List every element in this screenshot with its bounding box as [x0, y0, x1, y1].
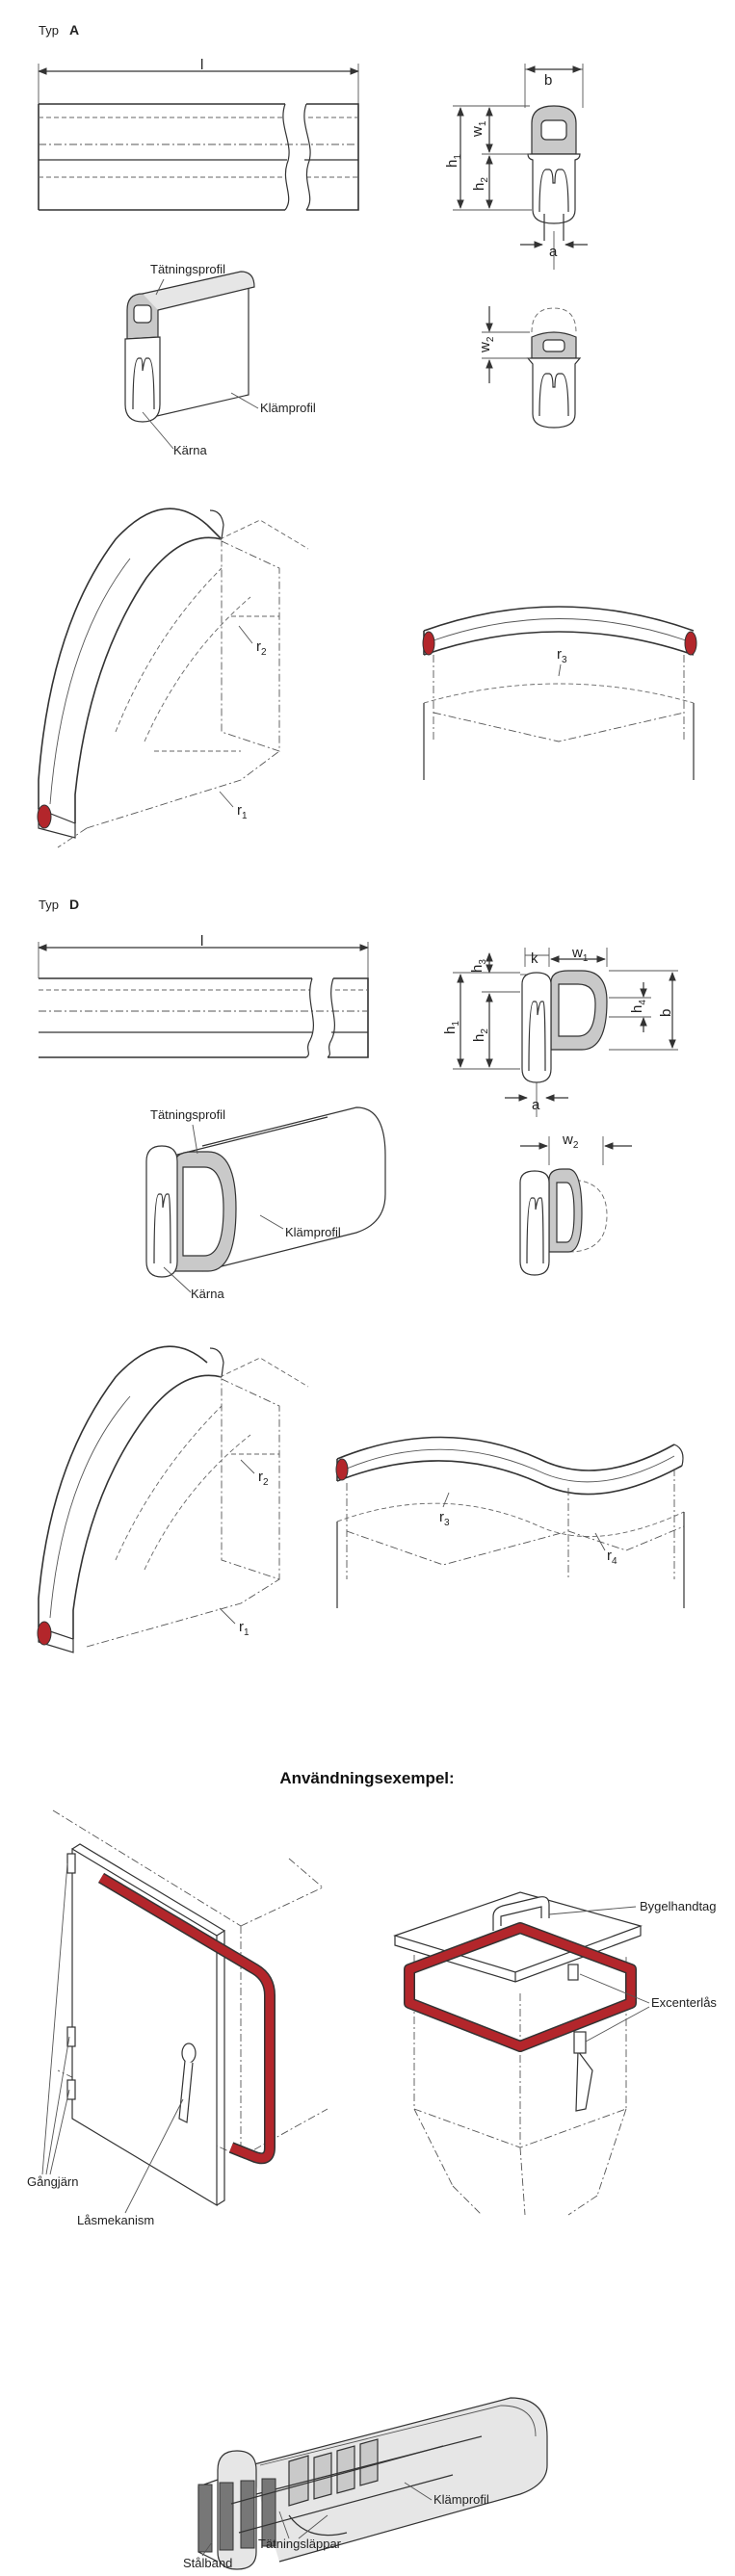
type-d-dim-h2: h2 — [471, 1028, 490, 1042]
type-d-dim-w1: w1 — [571, 945, 589, 964]
type-d-label-clamp: Klämprofil — [285, 1225, 341, 1239]
label-handle: Bygelhandtag — [640, 1899, 717, 1913]
usage-cabinet-door: Gångjärn Låsmekanism — [27, 1809, 328, 2227]
type-a-prefix: Typ — [39, 23, 59, 38]
usage-container: Bygelhandtag Excenterlås — [393, 1891, 717, 2216]
type-d-dim-a: a — [532, 1097, 540, 1113]
type-a-label-seal: Tätningsprofil — [150, 262, 225, 276]
type-a-curved-profile: r2 r1 — [37, 507, 309, 848]
type-a-label-core: Kärna — [173, 443, 207, 457]
type-a-dim-a: a — [549, 244, 558, 260]
type-d-dim-b: b — [658, 1009, 674, 1017]
type-a-label-clamp: Klämprofil — [260, 401, 316, 415]
type-d-side-view: l — [38, 933, 369, 1058]
type-d-prefix: Typ — [39, 898, 59, 912]
type-a-section: Typ A l b — [37, 22, 697, 848]
type-a-side-view: l — [38, 57, 359, 211]
type-d-dim-k: k — [531, 950, 538, 967]
detail-section: Klämprofil Tätningsläppar Stålband — [183, 2397, 548, 2570]
type-a-dim-b: b — [544, 72, 552, 89]
detail-label-band: Stålband — [183, 2556, 232, 2570]
type-d-dim-r2: r2 — [258, 1469, 269, 1488]
detail-label-lips: Tätningsläppar — [258, 2537, 342, 2551]
type-a-dim-w1: w1 — [469, 120, 488, 138]
type-d-dim-h3: h3 — [469, 959, 488, 973]
type-a-dim-r3: r3 — [557, 646, 567, 665]
type-d-letter: D — [69, 897, 79, 912]
type-d-dim-h1: h1 — [442, 1021, 461, 1034]
usage-section: Användningsexempel: Gångjärn Låsmekanism — [27, 1769, 717, 2227]
detail-label-clamp: Klämprofil — [433, 2492, 489, 2507]
type-d-section: Typ D l h3 k w1 — [37, 897, 685, 1653]
type-d-dim-r1: r1 — [239, 1619, 249, 1638]
type-d-cross-section: h3 k w1 h1 h2 h4 — [442, 945, 678, 1117]
type-a-dim-w2: w2 — [477, 336, 496, 353]
type-d-curved-profile: r2 r1 — [37, 1345, 309, 1653]
type-d-label-core: Kärna — [191, 1287, 224, 1301]
type-d-isometric-profile: Tätningsprofil Klämprofil Kärna — [145, 1106, 386, 1301]
type-a-dim-r2: r2 — [256, 638, 267, 658]
type-a-dim-r1: r1 — [237, 802, 248, 821]
type-a-cross-section: b w1 h1 h2 a — [444, 64, 588, 270]
type-a-dim-l: l — [200, 57, 203, 73]
label-hinges: Gångjärn — [27, 2174, 78, 2189]
type-d-dim-r4: r4 — [607, 1548, 617, 1567]
type-a-dim-h1: h1 — [444, 154, 463, 168]
type-d-dim-w2: w2 — [562, 1132, 579, 1151]
type-d-label-seal: Tätningsprofil — [150, 1107, 225, 1122]
type-a-isometric-profile: Tätningsprofil Klämprofil Kärna — [124, 262, 316, 457]
type-d-dim-l: l — [200, 933, 203, 950]
type-a-arched-profile: r3 — [422, 606, 697, 780]
type-d-dim-h4: h4 — [629, 1000, 648, 1013]
type-a-dim-h2: h2 — [471, 177, 490, 191]
label-latch: Excenterlås — [651, 1995, 717, 2010]
usage-title: Användningsexempel: — [279, 1769, 454, 1787]
type-d-dim-r3: r3 — [439, 1509, 450, 1528]
type-d-wave-profile: r3 r4 — [335, 1436, 685, 1608]
type-a-letter: A — [69, 22, 79, 38]
type-d-compressed-section: w2 — [519, 1132, 632, 1276]
type-a-compressed-section: w2 — [477, 306, 582, 429]
label-lock: Låsmekanism — [77, 2213, 154, 2227]
